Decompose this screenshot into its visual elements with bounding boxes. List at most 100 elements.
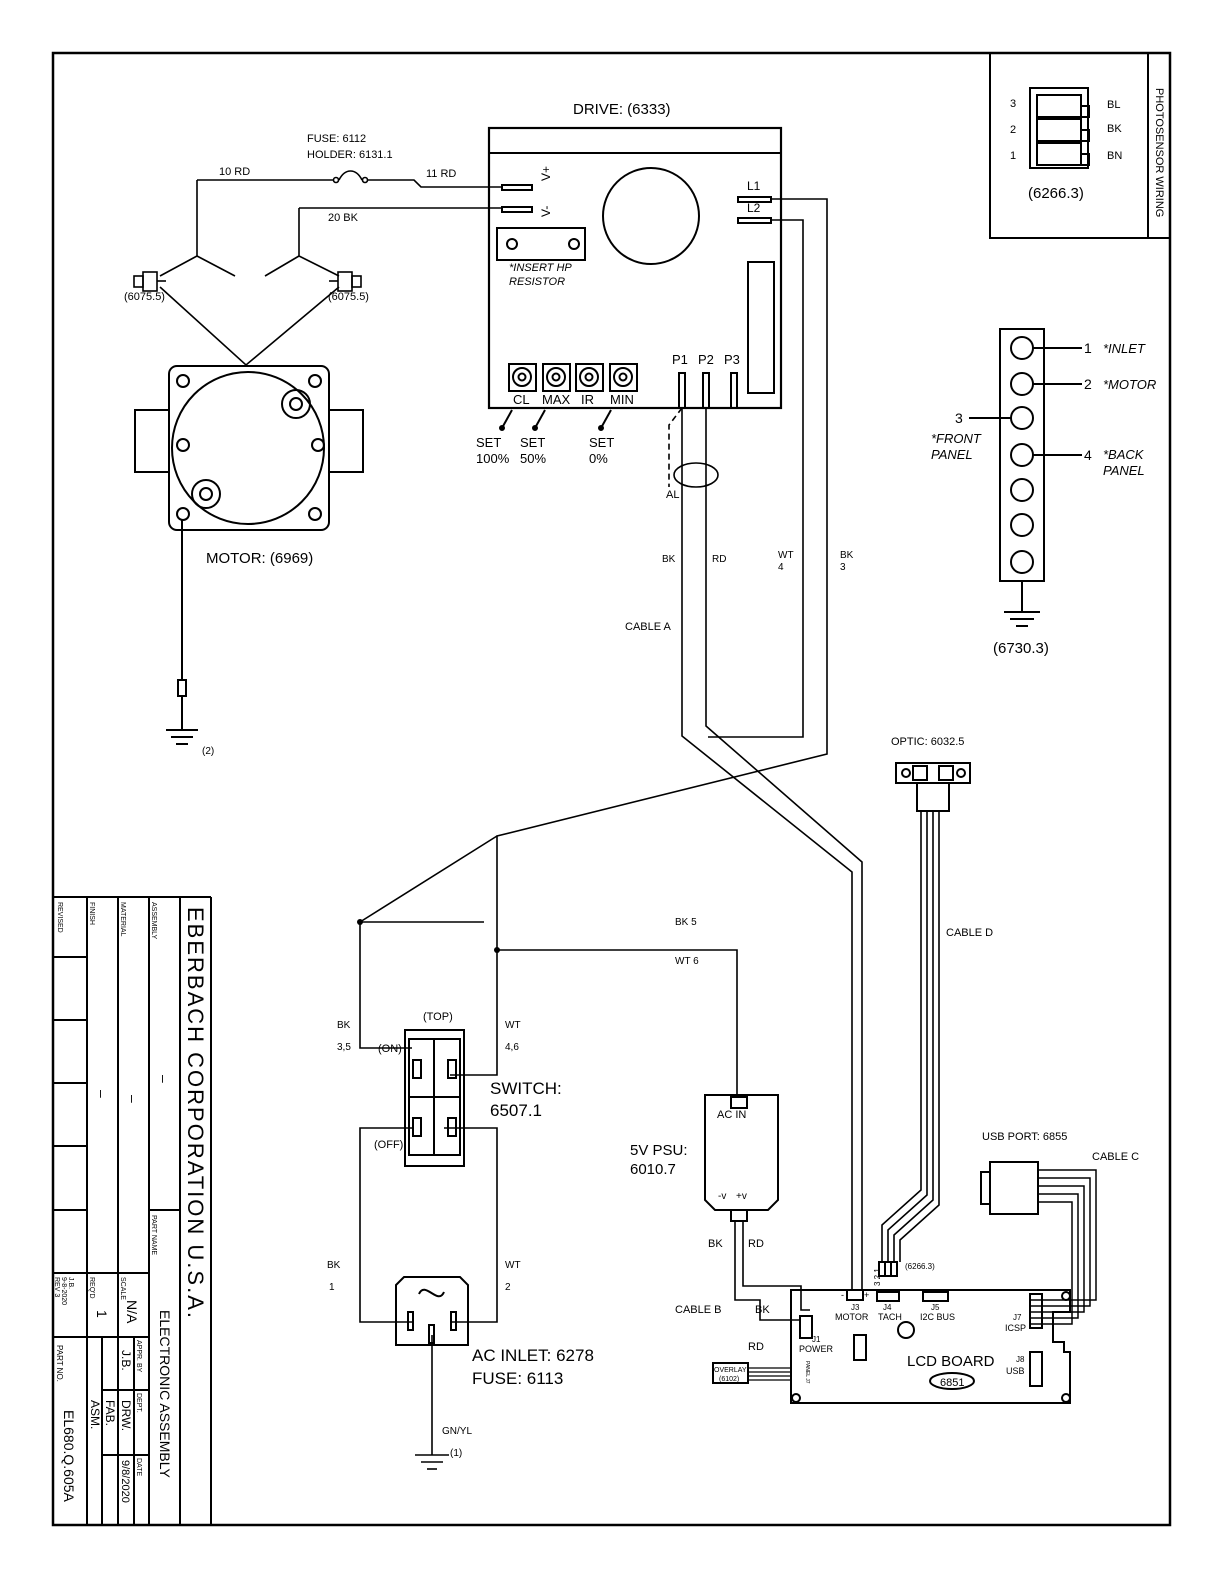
lcd-board-label: LCD BOARD (907, 1353, 995, 1370)
tb-revised: REVISED (56, 902, 63, 933)
set-max-value: 50% (520, 451, 546, 466)
cable-a-bk: BK (662, 554, 676, 565)
cable-a-rd: RD (712, 554, 726, 565)
tb-part-no-label: PART NO. (55, 1345, 64, 1382)
inline-connector-left (133, 271, 166, 292)
drive-v-plus: V+ (539, 166, 553, 181)
j3-name: MOTOR (835, 1312, 869, 1322)
terminal-4-sub: PANEL (1103, 463, 1145, 478)
pot-label-max: MAX (542, 392, 571, 407)
ac-ground-label: (1) (450, 1448, 462, 1459)
j8-label: J8 (1016, 1355, 1025, 1364)
tb-dept-label: DEPT. (135, 1393, 142, 1413)
j3-minus: - (841, 1290, 844, 1300)
photo-color-bl: BL (1107, 99, 1120, 111)
set-cl-value: 100% (476, 451, 510, 466)
company-name: EBERBACH CORPORATION U.S.A. (183, 907, 208, 1320)
tb-fab: FAB. (103, 1400, 117, 1426)
cable-a-wires (496, 198, 863, 1290)
photo-color-bn: BN (1107, 150, 1122, 162)
terminal-1-num: 1 (1084, 340, 1092, 356)
gnyl-label: GN/YL (442, 1426, 472, 1437)
ac-inlet-label-1: AC INLET: 6278 (472, 1346, 594, 1365)
usb-port-label: USB PORT: 6855 (982, 1131, 1067, 1143)
wire-20-bk: 20 BK (328, 212, 359, 224)
j3-plus: + (864, 1290, 869, 1300)
overlay-label-2: (6102) (719, 1376, 739, 1383)
drive-v-minus: V- (539, 206, 553, 217)
j5-name: I2C BUS (920, 1312, 955, 1322)
lcd-board (712, 1289, 1071, 1404)
psu-minus: -v (718, 1191, 726, 1202)
switch-label-1: SWITCH: (490, 1079, 562, 1098)
cable-a-bk3: BK (840, 550, 854, 561)
switch-wt-label: WT (505, 1020, 521, 1031)
usb-port (980, 1161, 1097, 1325)
lcd-photo-part: (6266.3) (905, 1262, 935, 1271)
tb-part-name-label: PART NAME (150, 1215, 157, 1255)
j1-label: J1 (812, 1335, 821, 1344)
sheet-border (51, 51, 1172, 1527)
ac-bk-num: 1 (329, 1282, 335, 1293)
drive-l2: L2 (747, 201, 761, 215)
optic-label: OPTIC: 6032.5 (891, 736, 964, 748)
photo-pin-1: 1 (1010, 150, 1016, 162)
tb-part-no: EL680.Q.605A (61, 1410, 77, 1503)
pot-label-cl: CL (513, 392, 530, 407)
switch-top: (TOP) (423, 1011, 453, 1023)
motor-ground-label: (2) (202, 746, 214, 757)
pot-label-min: MIN (610, 392, 634, 407)
wire-10-rd: 10 RD (219, 166, 250, 178)
tb-scale: N/A (124, 1300, 140, 1324)
terminal-3-sub: PANEL (931, 447, 973, 462)
j4-label: J4 (883, 1303, 892, 1312)
set-max: SET (520, 435, 545, 450)
terminal-3-label: *FRONT (931, 431, 982, 446)
drive-title: DRIVE: (6333) (573, 101, 671, 118)
switch-wiring (359, 835, 738, 1470)
set-cl: SET (476, 435, 501, 450)
fuse-label-2: HOLDER: 6131.1 (307, 149, 393, 161)
tb-finish: FINISH (88, 902, 95, 925)
ac-wt-label: WT (505, 1260, 521, 1271)
tb-rev-2: 9-8-2020 (60, 1277, 67, 1305)
photosensor-part: (6266.3) (1028, 185, 1084, 202)
switch-off: (OFF) (374, 1139, 403, 1151)
connector-left-label: (6075.5) (124, 291, 165, 303)
tb-assembly: ASSEMBLY (150, 902, 157, 940)
j7-name: ICSP (1005, 1323, 1026, 1333)
psu-rd: RD (748, 1238, 764, 1250)
tb-drw: DRW. (119, 1400, 133, 1431)
tb-part-name: ELECTRONIC ASSEMBLY (157, 1310, 173, 1478)
switch-on: (ON) (378, 1043, 402, 1055)
fuse-holder (159, 170, 503, 367)
drive-al-label: AL (666, 489, 679, 501)
tb-reqd: 1 (94, 1310, 110, 1318)
ac-inlet-label-2: FUSE: 6113 (472, 1369, 563, 1388)
psu-bk: BK (708, 1238, 723, 1250)
terminal-strip (969, 328, 1082, 627)
j7-label: J7 (1013, 1313, 1022, 1322)
cable-c-label: CABLE C (1092, 1151, 1139, 1163)
j1-name: POWER (799, 1344, 834, 1354)
cable-b-rd: RD (748, 1341, 764, 1353)
overlay-label-1: OVERLAY (714, 1367, 747, 1374)
ac-bk-label: BK (327, 1260, 341, 1271)
cable-a-label: CABLE A (625, 621, 672, 633)
motor (134, 365, 364, 745)
inline-connector-right (329, 271, 362, 292)
motor-label: MOTOR: (6969) (206, 550, 313, 567)
tb-appr: J.B. (119, 1350, 133, 1371)
terminal-4-num: 4 (1084, 447, 1092, 463)
tb-appr-label: APPR. BY (135, 1340, 142, 1373)
switch-bk-label: BK (337, 1020, 351, 1031)
cable-a-bk3-num: 3 (840, 562, 846, 573)
fuse-label-1: FUSE: 6112 (307, 133, 366, 145)
switch-label-2: 6507.1 (490, 1101, 542, 1120)
wt-6: WT 6 (675, 956, 699, 967)
psu-label-1: 5V PSU: (630, 1142, 688, 1159)
tb-finish-value: – (94, 1090, 110, 1098)
membrane-label: PANEL J7 (804, 1361, 810, 1384)
terminal-3-num: 3 (955, 410, 963, 426)
j3-label: J3 (851, 1303, 860, 1312)
